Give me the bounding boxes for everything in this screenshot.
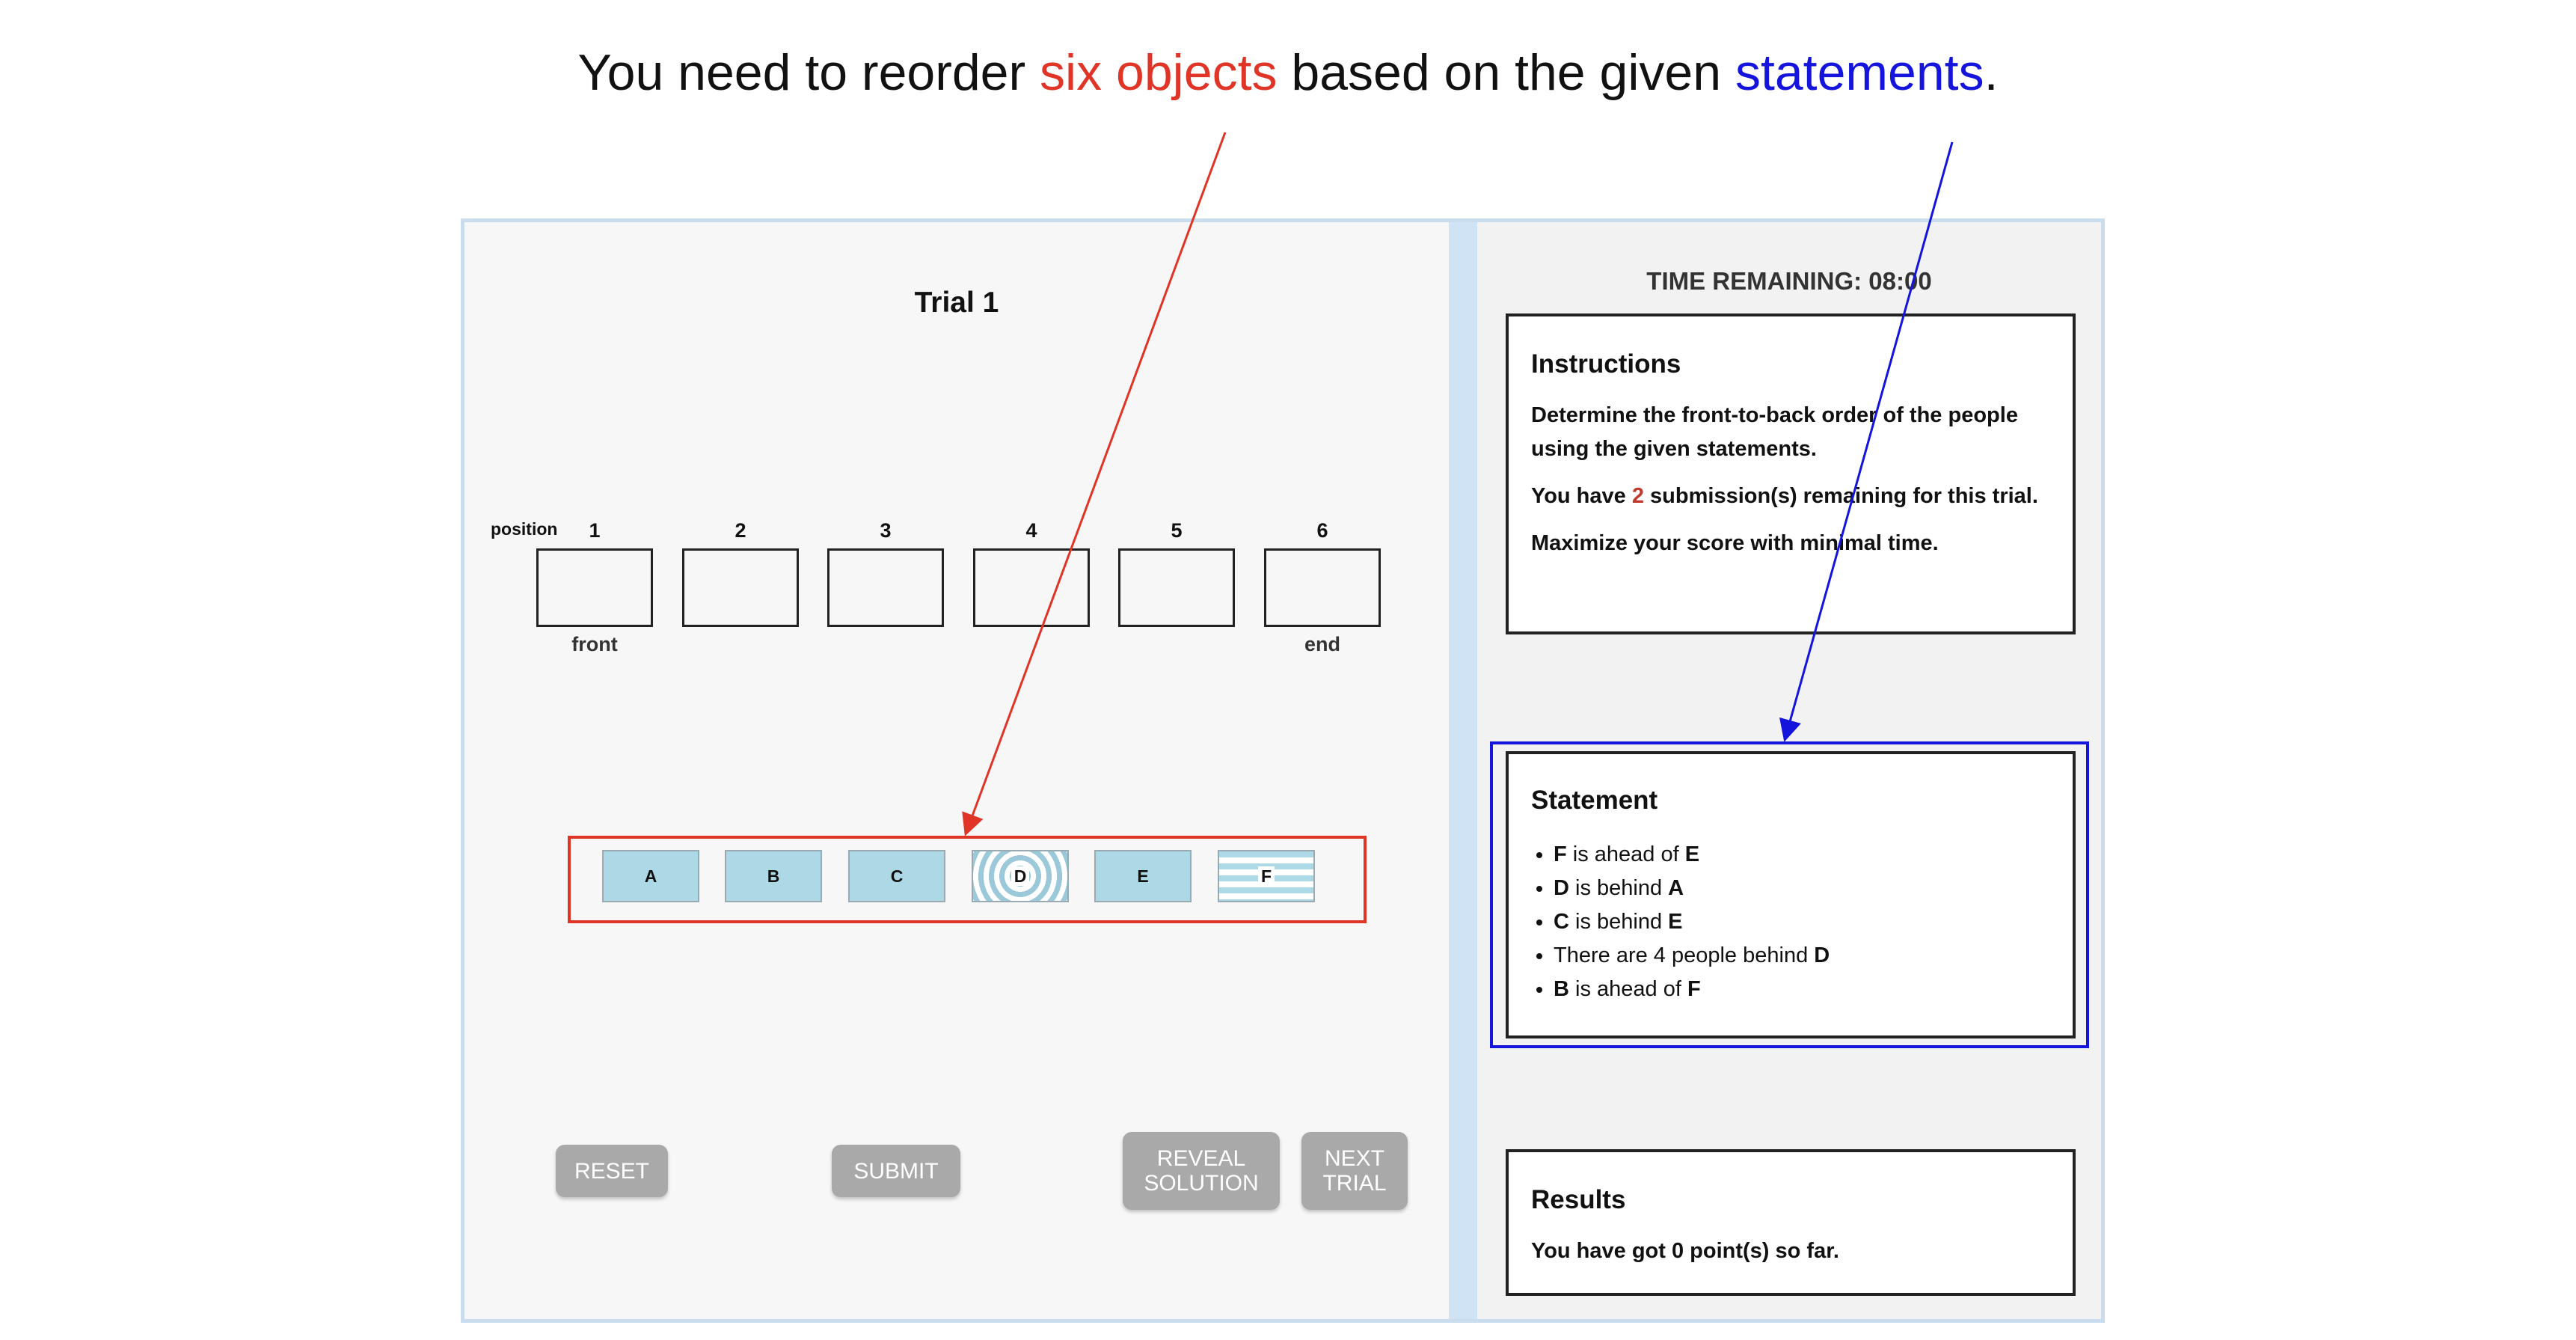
object-label-c: C <box>890 866 904 886</box>
object-label-b: B <box>767 866 780 886</box>
statement-item: F is ahead of E <box>1554 838 2050 872</box>
next-trial-button[interactable]: NEXT TRIAL <box>1301 1132 1408 1210</box>
next-trial-label-2: TRIAL <box>1322 1171 1387 1196</box>
statement-item: B is ahead of F <box>1554 973 2050 1006</box>
instructions-title: Instructions <box>1531 349 1681 379</box>
object-card-c[interactable]: C <box>848 850 945 902</box>
caption: You need to reorder six objects based on… <box>0 43 2576 102</box>
statement-list: F is ahead of E D is behind A C is behin… <box>1531 838 2050 1006</box>
next-trial-label-1: NEXT <box>1324 1146 1384 1171</box>
instructions-line-2-suffix: submission(s) remaining for this trial. <box>1643 484 2038 508</box>
position-slot-3[interactable] <box>827 548 944 627</box>
slot-number-6: 6 <box>1316 519 1328 542</box>
statement-item: C is behind E <box>1554 905 2050 939</box>
position-slot-2[interactable] <box>682 548 799 627</box>
results-box: Results You have got 0 point(s) so far. <box>1506 1149 2076 1296</box>
slot-number-4: 4 <box>1025 519 1037 542</box>
results-title: Results <box>1531 1185 1626 1214</box>
object-card-a[interactable]: A <box>602 850 699 902</box>
task-panel <box>464 222 1449 1319</box>
object-label-d: D <box>1011 866 1030 886</box>
caption-middle: based on the given <box>1277 44 1735 101</box>
slot-number-2: 2 <box>735 519 746 542</box>
reveal-solution-button[interactable]: REVEAL SOLUTION <box>1123 1132 1280 1210</box>
slot-number-1: 1 <box>589 519 601 542</box>
object-label-e: E <box>1137 866 1149 886</box>
statement-item: There are 4 people behind D <box>1554 939 2050 973</box>
time-remaining: TIME REMAINING: 08:00 <box>1646 267 1932 295</box>
instructions-line-1: Determine the front-to-back order of the… <box>1531 403 2018 461</box>
object-pool-highlight <box>568 836 1367 923</box>
slot-number-5: 5 <box>1171 519 1183 542</box>
front-label: front <box>571 633 618 655</box>
object-card-e[interactable]: E <box>1094 850 1192 902</box>
object-card-d[interactable]: D <box>972 850 1069 902</box>
position-slot-1[interactable] <box>536 548 653 627</box>
position-slot-4[interactable] <box>973 548 1090 627</box>
statement-item: D is behind A <box>1554 872 2050 905</box>
object-label-f: F <box>1257 866 1275 886</box>
results-text: You have got 0 point(s) so far. <box>1531 1239 1839 1263</box>
submissions-count: 2 <box>1631 484 1644 508</box>
instructions-line-2: You have 2 submission(s) remaining for t… <box>1531 480 2050 513</box>
trial-title: Trial 1 <box>914 287 999 319</box>
submit-button[interactable]: SUBMIT <box>832 1145 960 1197</box>
instructions-box: Instructions Determine the front-to-back… <box>1506 313 2076 634</box>
instructions-line-2-prefix: You have <box>1531 484 1632 508</box>
caption-prefix: You need to reorder <box>577 44 1040 101</box>
object-card-f[interactable]: F <box>1218 850 1315 902</box>
position-slot-6[interactable] <box>1264 548 1381 627</box>
end-label: end <box>1304 633 1340 655</box>
reveal-solution-label-1: REVEAL <box>1156 1146 1246 1171</box>
reset-button-label: RESET <box>574 1158 650 1184</box>
caption-six-objects: six objects <box>1040 44 1278 101</box>
object-label-a: A <box>644 866 657 886</box>
caption-suffix: . <box>1984 44 1999 101</box>
statement-title: Statement <box>1531 786 1658 815</box>
submit-button-label: SUBMIT <box>853 1158 939 1184</box>
blue-arrow <box>1779 141 1954 742</box>
position-slot-5[interactable] <box>1118 548 1235 627</box>
reveal-solution-label-2: SOLUTION <box>1144 1171 1259 1196</box>
statement-highlight <box>1490 741 2089 1048</box>
red-arrow <box>962 132 1227 836</box>
slot-number-3: 3 <box>880 519 892 542</box>
object-card-b[interactable]: B <box>725 850 822 902</box>
reset-button[interactable]: RESET <box>556 1145 668 1197</box>
statement-box: Statement F is ahead of E D is behind A … <box>1506 751 2076 1038</box>
position-label: position <box>491 519 558 539</box>
caption-statements: statements <box>1735 44 1984 101</box>
instructions-line-3: Maximize your score with minimal time. <box>1531 531 1939 555</box>
